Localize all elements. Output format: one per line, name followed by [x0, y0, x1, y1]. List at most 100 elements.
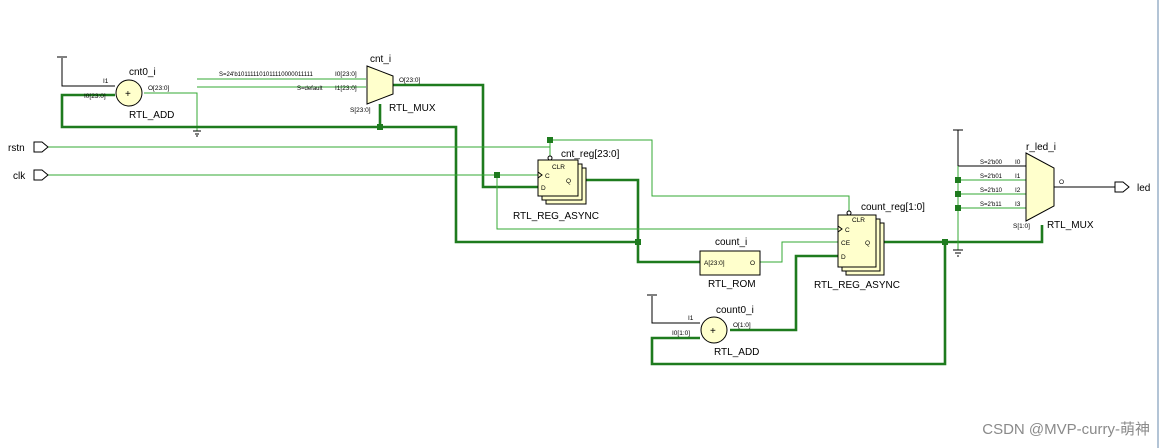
cell-name: count0_i: [716, 305, 754, 316]
junction-dot: [955, 191, 961, 197]
pin-label: I1[23:0]: [335, 85, 357, 92]
pin-label: I0: [1015, 159, 1021, 166]
clr-bubble: [547, 155, 553, 161]
port-led-label: led: [1137, 183, 1150, 194]
reg-body: [537, 159, 579, 197]
select-label: S=2'b10: [980, 188, 1003, 194]
cell-r-led-i[interactable]: r_led_i S=2'b00 S=2'b01 S=2'b10 S=2'b11 …: [980, 142, 1094, 231]
adder-symbol: [700, 316, 728, 344]
port-rstn[interactable]: rstn: [8, 141, 49, 154]
bus-count-q: [882, 225, 1044, 244]
pin-label: D: [541, 185, 546, 192]
wire-const-cnt0-i1: [61, 58, 115, 87]
pin-label: I2: [1015, 187, 1021, 194]
pin-label: I0[23:0]: [84, 93, 106, 100]
pin-label: O: [1059, 179, 1064, 186]
adder-symbol: [115, 79, 143, 107]
port-led[interactable]: led: [1114, 181, 1150, 194]
clr-bubble: [846, 210, 852, 216]
port-clk-label: clk: [13, 171, 26, 182]
wire-cnt0-out: [144, 92, 198, 131]
input-port-icon: [33, 169, 49, 181]
pin-label: C: [845, 227, 850, 234]
bus-count0-to-d: [730, 254, 838, 332]
pin-label: D: [841, 254, 846, 261]
adder-plus-icon: +: [710, 326, 716, 337]
pin-label: O: [750, 260, 755, 267]
clock-edge-icon: [537, 171, 543, 179]
mux-symbol: [366, 65, 394, 105]
junction-dot: [377, 124, 383, 130]
pin-label: I1: [103, 78, 109, 85]
select-label: S=2'b11: [980, 202, 1002, 208]
pin-label: S[1:0]: [1013, 223, 1030, 230]
pin-label: A[23:0]: [704, 260, 725, 267]
cell-type: RTL_ADD: [129, 110, 174, 121]
junction-dot: [494, 172, 500, 178]
pin-label: I3: [1015, 201, 1021, 208]
select-label: S=24'b101111101011110000011111: [219, 72, 314, 78]
pin-label: Q: [865, 240, 870, 247]
bus-mux-to-reg-d: [393, 83, 538, 189]
pin-label: O[23:0]: [399, 77, 421, 84]
cell-name: cnt_reg[23:0]: [561, 149, 620, 160]
bus-count-feedback: [650, 242, 947, 366]
cell-type: RTL_ROM: [708, 279, 756, 290]
select-label: S=2'b00: [980, 160, 1003, 166]
bus-cnt-reg-q: [585, 178, 700, 264]
pin-label: I1: [688, 315, 694, 322]
cell-type: RTL_ADD: [714, 347, 759, 358]
pin-label: I0[1:0]: [672, 330, 690, 337]
output-port-icon: [1114, 181, 1130, 193]
mux-symbol: [1025, 152, 1055, 222]
cell-cnt0-i[interactable]: cnt0_i + I1 I0[23:0] O[23:0] RTL_ADD: [84, 67, 174, 121]
wire-rstn: [48, 139, 850, 213]
junction-dot: [547, 137, 553, 143]
cell-type: RTL_REG_ASYNC: [814, 280, 900, 291]
cell-type: RTL_REG_ASYNC: [513, 211, 599, 222]
cell-name: cnt0_i: [129, 67, 156, 78]
port-rstn-label: rstn: [8, 143, 25, 154]
cell-count0-i[interactable]: count0_i + I1 I0[1:0] O[1:0] RTL_ADD: [672, 305, 759, 358]
cell-name: cnt_i: [370, 54, 391, 65]
cell-name: count_reg[1:0]: [861, 202, 925, 213]
pin-label: I1: [1015, 173, 1021, 180]
cell-count-reg[interactable]: count_reg[1:0] CLR C CE D Q RTL_REG_ASYN…: [814, 202, 925, 291]
junction-dot: [635, 239, 641, 245]
junction-dot: [955, 177, 961, 183]
wires: [48, 56, 1115, 366]
input-port-icon: [33, 141, 49, 153]
cell-cnt-i[interactable]: cnt_i S=24'b101111101011110000011111 S=d…: [219, 54, 436, 114]
bus-cnt-feedback: [60, 93, 638, 244]
pin-label: Q: [566, 178, 571, 185]
cell-name: r_led_i: [1026, 142, 1056, 153]
wire-rom-to-ce: [760, 241, 838, 263]
junctions: [377, 124, 961, 245]
reg-body: [837, 214, 877, 268]
rom-body: [699, 250, 761, 276]
wire-const-count0-i1: [651, 296, 700, 324]
clock-edge-icon: [837, 225, 843, 233]
port-clk[interactable]: clk: [13, 169, 49, 182]
pin-label: S[23:0]: [350, 107, 371, 114]
pin-label: C: [545, 173, 550, 180]
pin-label: I0[23:0]: [335, 71, 357, 78]
cell-count-i[interactable]: count_i A[23:0] O RTL_ROM: [699, 237, 761, 290]
pin-label: CLR: [852, 217, 865, 224]
cell-cnt-reg[interactable]: cnt_reg[23:0] CLR C D Q RTL_REG_ASYNC: [513, 149, 620, 222]
junction-dot: [955, 205, 961, 211]
cell-name: count_i: [715, 237, 747, 248]
pin-label: O[1:0]: [733, 322, 751, 329]
adder-plus-icon: +: [125, 89, 131, 100]
wire-clk-to-count: [496, 175, 838, 230]
cell-type: RTL_MUX: [1047, 220, 1094, 231]
ground-symbol: [193, 130, 201, 137]
junction-dot: [942, 239, 948, 245]
select-label: S=default: [297, 86, 323, 92]
pin-label: CE: [841, 240, 851, 247]
pin-label: O[23:0]: [148, 85, 170, 92]
ground-symbol-led: [953, 249, 963, 257]
watermark: CSDN @MVP-curry-萌神: [982, 421, 1150, 438]
cell-type: RTL_MUX: [389, 103, 436, 114]
